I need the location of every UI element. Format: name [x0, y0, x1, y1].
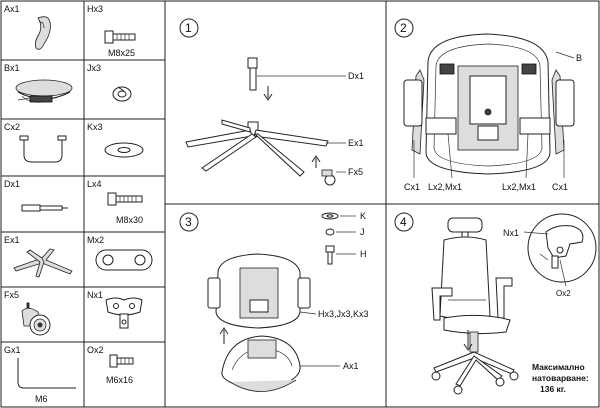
step2-label-lx2mx1-right: Lx2,Mx1: [502, 182, 536, 192]
star-base-icon: [13, 248, 73, 278]
step2-label-cx1-right: Cx1: [552, 182, 568, 192]
part-code-ox2: Ox2: [87, 345, 104, 355]
spring-washer-icon: [112, 86, 132, 102]
step1-label-fx5: Fx5: [348, 167, 363, 177]
part-code-bx1: Bx1: [4, 63, 20, 73]
part-code-jx3: Jx3: [87, 63, 101, 73]
part-code-cx2: Cx2: [4, 122, 20, 132]
step3-label-ax1: Ax1: [343, 361, 359, 371]
step-1-panel: 1 Dx1 Ex1 Fx5: [179, 18, 364, 186]
step2-label-lx2mx1-left: Lx2,Mx1: [428, 182, 462, 192]
step1-label-dx1: Dx1: [348, 71, 364, 81]
up-arrow-icon-2: [219, 327, 229, 344]
fastener-stack-drawing: [321, 212, 339, 265]
headrest-bracket-icon: [105, 297, 143, 329]
step-2-number: 2: [400, 21, 407, 35]
mounting-plate-icon: [95, 249, 153, 271]
star-base-drawing: [185, 119, 329, 177]
gas-lift-drawing: [247, 57, 258, 91]
part-size-hx3: M8x25: [108, 48, 135, 58]
step4-label-nx1: Nx1: [503, 228, 519, 238]
headrest-detail-callout: [527, 213, 597, 283]
max-load-line-3: 136 кг.: [540, 384, 566, 394]
step3-label-h: H: [360, 249, 367, 259]
flat-washer-icon: [104, 142, 144, 158]
part-code-mx2: Mx2: [87, 235, 104, 245]
assembled-chair-drawing: [431, 217, 519, 395]
seat-assembly-drawing: [207, 253, 311, 329]
bolt-m6x16-icon: [109, 354, 134, 368]
down-arrow-icon-2: [463, 330, 473, 351]
part-code-hx3: Hx3: [87, 4, 103, 14]
step3-label-j: J: [360, 227, 365, 237]
step-1-number: 1: [185, 21, 192, 35]
armrest-bracket-icon: [19, 135, 67, 163]
bolt-m8x25-icon: [104, 30, 136, 44]
step1-label-ex1: Ex1: [348, 138, 364, 148]
backrest-part-icon: [35, 16, 51, 50]
part-code-fx5: Fx5: [4, 290, 19, 300]
up-arrow-icon: [311, 155, 321, 168]
part-code-ex1: Ex1: [4, 235, 20, 245]
max-load-line-2: натоварване:: [532, 373, 589, 383]
part-code-kx3: Kx3: [87, 122, 103, 132]
bolt-m8x30-icon: [107, 192, 143, 206]
gas-lift-icon: [21, 204, 68, 212]
down-arrow-icon: [263, 86, 273, 101]
step2-label-b: B: [576, 53, 582, 63]
part-code-dx1: Dx1: [4, 179, 20, 189]
step-4-panel: 4: [394, 212, 597, 395]
step3-label-hx3jx3kx3: Hx3,Jx3,Kx3: [318, 309, 369, 319]
caster-drawing: [321, 169, 336, 186]
parts-list: Ax1 Hx3 M8x25 Bx1 Jx3: [4, 4, 153, 404]
step4-label-ox2: Ox2: [556, 289, 571, 298]
part-code-gx1: Gx1: [4, 345, 21, 355]
caster-wheel-icon: [21, 302, 51, 336]
seat-part-icon: [15, 79, 73, 103]
part-code-lx4: Lx4: [87, 179, 102, 189]
max-load-line-1: Максимално: [532, 362, 585, 372]
part-size-lx4: M8x30: [116, 215, 143, 225]
step-3-panel: 3 K J H Hx3,Jx3,Kx3: [179, 211, 369, 392]
part-size-ox2: M6x16: [106, 375, 133, 385]
part-size-gx1: M6: [35, 394, 48, 404]
part-code-ax1: Ax1: [4, 4, 20, 14]
part-code-nx1: Nx1: [87, 290, 103, 300]
step-3-number: 3: [185, 215, 192, 229]
step3-label-k: K: [360, 211, 366, 221]
step2-label-cx1-left: Cx1: [404, 182, 420, 192]
seat-underside-drawing: [403, 33, 575, 175]
backrest-drawing: [221, 335, 301, 392]
step-2-panel: 2 B Cx1 Lx2,Mx1 Lx2,Mx1 Cx1: [394, 18, 582, 192]
hex-key-icon: [17, 358, 76, 389]
step-4-number: 4: [400, 215, 407, 229]
